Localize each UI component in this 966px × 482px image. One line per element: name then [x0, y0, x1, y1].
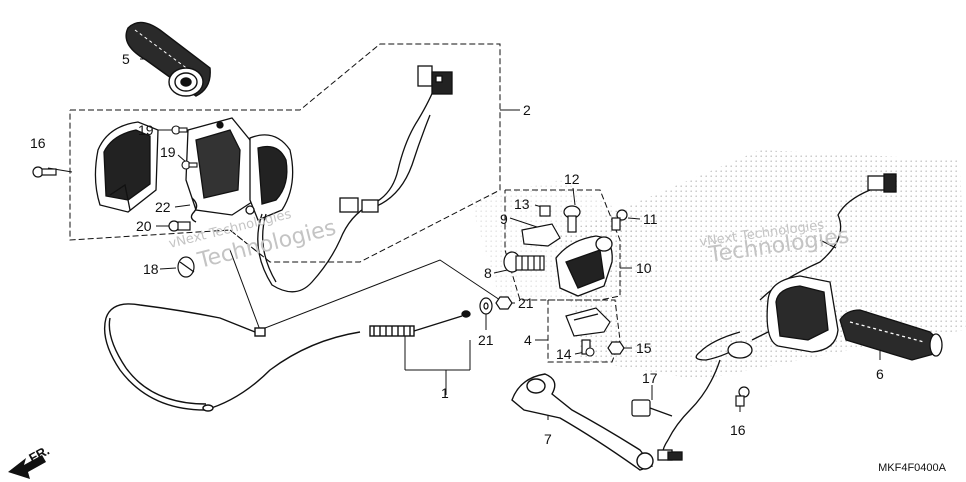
- callout-21-upper: 21: [518, 295, 534, 311]
- front-direction-arrow: FR.: [8, 443, 52, 479]
- switch-housing-right: [727, 275, 839, 359]
- bolt-11: [611, 209, 628, 231]
- grip-left-5: [125, 21, 211, 97]
- callout-2: 2: [523, 102, 531, 118]
- switch-4: [565, 307, 611, 355]
- callouts: 5 2 16 19 19 22 20 18 12 13 9 11 10 8 21…: [30, 51, 884, 447]
- clip-22: [190, 197, 198, 223]
- callout-21-lower: 21: [478, 332, 494, 348]
- switch-cover-left: [94, 121, 159, 213]
- clamp-18: [177, 256, 195, 278]
- grip-right-6: [839, 309, 943, 361]
- switch-body-left: [185, 117, 294, 221]
- clutch-lever-7: [511, 373, 654, 471]
- callout-16-right: 16: [730, 422, 746, 438]
- callout-10: 10: [636, 260, 652, 276]
- callout-19-upper: 19: [138, 122, 154, 138]
- lever-holder-10: [555, 235, 613, 297]
- callout-17: 17: [642, 370, 658, 386]
- callout-14: 14: [556, 346, 572, 362]
- callout-4: 4: [524, 332, 532, 348]
- adjuster-8: [503, 251, 545, 273]
- diagram-code: MKF4F0400A: [878, 462, 946, 474]
- nut-21-lower: [479, 297, 493, 315]
- callout-5: 5: [122, 51, 130, 67]
- screw-14: [585, 347, 595, 357]
- clamp-17: [631, 399, 673, 417]
- callout-7: 7: [544, 431, 552, 447]
- clutch-cable-1: [103, 303, 471, 412]
- nut-21-upper: [495, 296, 513, 310]
- callout-15: 15: [636, 340, 652, 356]
- screw-19-upper: [171, 125, 188, 135]
- callout-22: 22: [155, 199, 171, 215]
- screw-19-lower: [181, 160, 198, 170]
- callout-12: 12: [564, 171, 580, 187]
- screw-16-right: [735, 386, 750, 407]
- callout-16-left: 16: [30, 135, 46, 151]
- callout-20: 20: [136, 218, 152, 234]
- callout-13: 13: [514, 196, 530, 212]
- callout-9: 9: [500, 211, 508, 227]
- wire-harness-left: [257, 65, 453, 293]
- callout-1: 1: [441, 385, 449, 401]
- screw-20: [168, 220, 191, 232]
- callout-11: 11: [643, 211, 658, 227]
- assembly-outline-10: [504, 189, 632, 301]
- callout-18: 18: [143, 261, 159, 277]
- nut-15: [607, 341, 625, 355]
- callout-6: 6: [876, 366, 884, 382]
- callout-19-lower: 19: [160, 144, 176, 160]
- screw-16-left: [32, 166, 57, 178]
- bracket-9: [521, 205, 561, 247]
- bolt-12: [563, 205, 581, 233]
- callout-8: 8: [484, 265, 492, 281]
